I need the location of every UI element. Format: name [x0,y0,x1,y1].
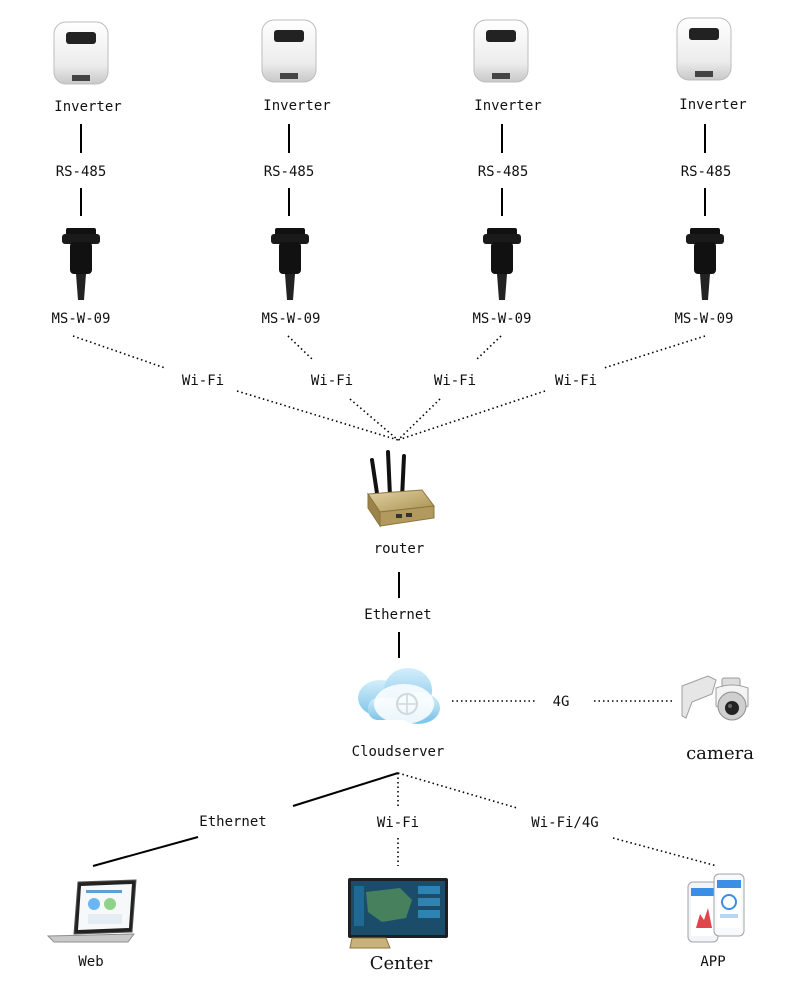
camera-link-label: 4G [553,694,570,710]
inverter-column-1: Inverter RS-485 MS-W-09 Wi-Fi [51,21,224,389]
inverter-column-3: Inverter RS-485 MS-W-09 Wi-Fi [434,19,542,389]
wifi-logger-icon [686,228,724,300]
client-links [92,772,718,867]
center-link-label: Wi-Fi [377,815,419,831]
inverter-column-4: Inverter RS-485 MS-W-09 Wi-Fi [555,17,747,389]
wifi-logger-icon [62,228,100,300]
inverter-icon [473,19,529,83]
inverter-label: Inverter [474,98,541,114]
wifi-label: Wi-Fi [555,373,597,389]
inverter-icon [676,17,732,81]
inverter-column-2: Inverter RS-485 MS-W-09 Wi-Fi [261,19,353,389]
web-link-label: Ethernet [199,814,266,830]
app-link-label: Wi-Fi/4G [531,815,598,831]
rs485-label: RS-485 [56,164,107,180]
rs485-label: RS-485 [681,164,732,180]
wifi-links [72,335,706,441]
laptop-icon [46,879,137,943]
inverter-label: Inverter [54,99,121,115]
ptz-camera-icon [681,675,749,721]
app-label: APP [700,954,725,970]
rs485-label: RS-485 [264,164,315,180]
inverter-label: Inverter [263,98,330,114]
cloud-server-label: Cloudserver [352,744,445,760]
wifi-logger-icon [483,228,521,300]
wifi-label: Wi-Fi [434,373,476,389]
inverter-label: Inverter [679,97,746,113]
inverter-icon [53,21,109,85]
rs485-label: RS-485 [478,164,529,180]
inverter-icon [261,19,317,83]
wifi-logger-icon [271,228,309,300]
logger-label: MS-W-09 [674,311,733,327]
smartphone-icon [687,873,745,943]
web-label: Web [78,954,103,970]
logger-label: MS-W-09 [472,311,531,327]
router-icon [367,450,435,528]
router-label: router [374,541,425,557]
center-label: Center [370,953,433,974]
cloud-server-icon [358,668,440,724]
logger-label: MS-W-09 [51,311,110,327]
ethernet-uplink-label: Ethernet [364,607,431,623]
camera-label: camera [686,743,754,764]
wifi-label: Wi-Fi [311,373,353,389]
wifi-label: Wi-Fi [182,373,224,389]
monitor-icon [348,878,448,949]
logger-label: MS-W-09 [261,311,320,327]
